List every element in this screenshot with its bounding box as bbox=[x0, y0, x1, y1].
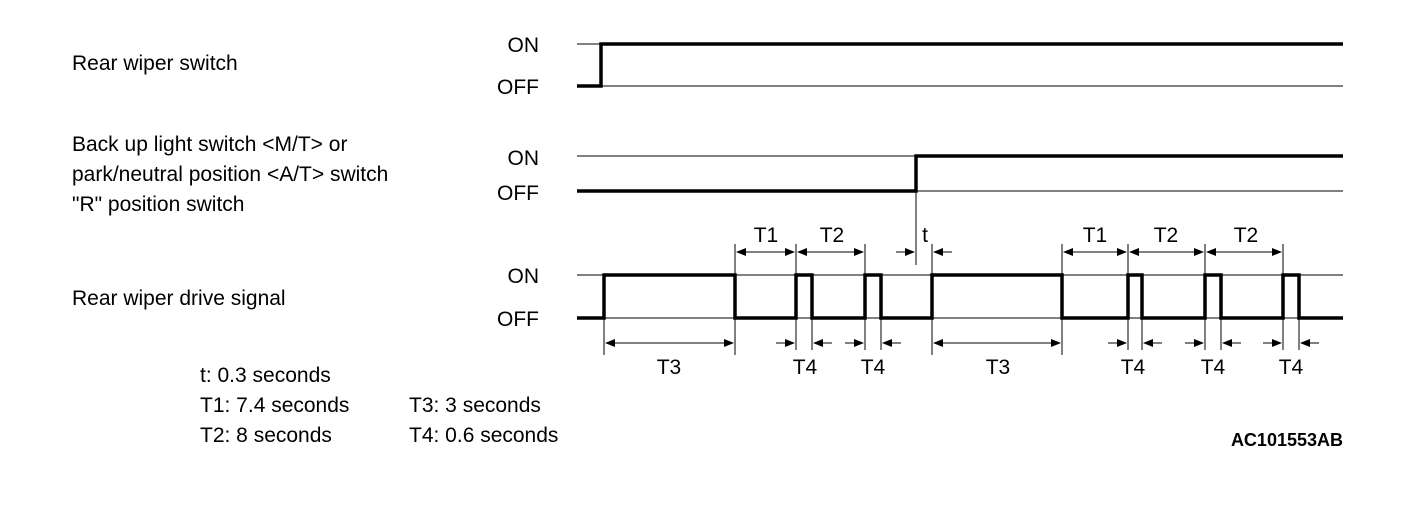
legend-t1: T1: 7.4 seconds bbox=[200, 394, 349, 417]
switch-off-level: OFF bbox=[497, 76, 539, 99]
timing-label-t: t bbox=[922, 224, 928, 247]
backup-off-level: OFF bbox=[497, 182, 539, 205]
timing-label-t4-a: T4 bbox=[793, 356, 818, 379]
timing-label-t4-d: T4 bbox=[1201, 356, 1226, 379]
legend-t: t: 0.3 seconds bbox=[200, 364, 331, 387]
reference-lines bbox=[577, 43, 1343, 319]
legend-t4: T4: 0.6 seconds bbox=[409, 424, 558, 447]
timing-label-t1-b: T1 bbox=[1083, 224, 1108, 247]
rear-wiper-drive-waveform bbox=[577, 273, 1343, 320]
timing-label-t4-e: T4 bbox=[1279, 356, 1304, 379]
timing-label-t3-b: T3 bbox=[986, 356, 1011, 379]
timing-label-t3-a: T3 bbox=[657, 356, 682, 379]
rear-wiper-switch-waveform bbox=[577, 42, 1343, 88]
backup-light-switch-waveform bbox=[577, 154, 1343, 193]
timing-label-t4-b: T4 bbox=[861, 356, 886, 379]
timing-label-t2-b: T2 bbox=[1154, 224, 1179, 247]
backup-light-switch-label-line2: park/neutral position <A/T> switch bbox=[72, 163, 388, 186]
timing-label-t4-c: T4 bbox=[1121, 356, 1146, 379]
rear-wiper-drive-signal-label: Rear wiper drive signal bbox=[72, 287, 286, 310]
timing-label-t2-a: T2 bbox=[820, 224, 845, 247]
backup-on-level: ON bbox=[508, 147, 540, 170]
legend-t3: T3: 3 seconds bbox=[409, 394, 541, 417]
drive-on-level: ON bbox=[508, 265, 540, 288]
switch-on-level: ON bbox=[508, 34, 540, 57]
drive-off-level: OFF bbox=[497, 308, 539, 331]
legend-t2: T2: 8 seconds bbox=[200, 424, 332, 447]
backup-light-switch-label-line3: "R" position switch bbox=[72, 193, 244, 216]
timing-label-t2-c: T2 bbox=[1234, 224, 1259, 247]
timing-label-t1-a: T1 bbox=[754, 224, 779, 247]
figure-id: AC101553AB bbox=[1231, 430, 1343, 450]
rear-wiper-switch-label: Rear wiper switch bbox=[72, 52, 238, 75]
extension-lines bbox=[603, 191, 1300, 355]
backup-light-switch-label-line1: Back up light switch <M/T> or bbox=[72, 133, 347, 156]
